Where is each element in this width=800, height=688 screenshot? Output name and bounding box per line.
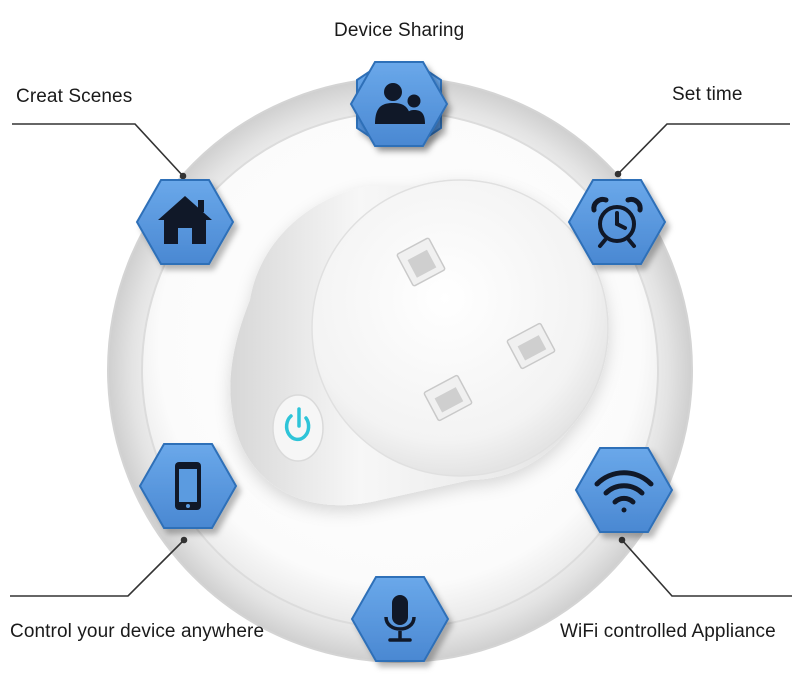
hex-device-sharing [349, 61, 449, 147]
smartphone-icon [175, 462, 201, 510]
hex-set-time [567, 179, 667, 265]
alarm-clock-icon [591, 196, 643, 248]
label-create-scenes: Creat Scenes [16, 86, 133, 107]
label-device-sharing: Device Sharing [334, 20, 465, 41]
home-icon [158, 196, 212, 244]
label-control-anywhere: Control your device anywhere [10, 621, 265, 642]
hex-control-anywhere [138, 443, 238, 529]
users-icon [375, 83, 425, 124]
power-button[interactable] [272, 394, 324, 462]
hex-create-scenes [135, 179, 235, 265]
power-icon [284, 407, 311, 442]
microphone-icon [384, 595, 416, 642]
label-wifi-controlled: WiFi controlled Appliance [560, 621, 776, 642]
socket-holes [396, 237, 556, 422]
hex-wifi-controlled [574, 447, 674, 533]
hex-voice-control [350, 576, 450, 662]
label-set-time: Set time [672, 84, 743, 105]
wifi-icon [594, 470, 654, 513]
connector-lines [10, 123, 792, 597]
